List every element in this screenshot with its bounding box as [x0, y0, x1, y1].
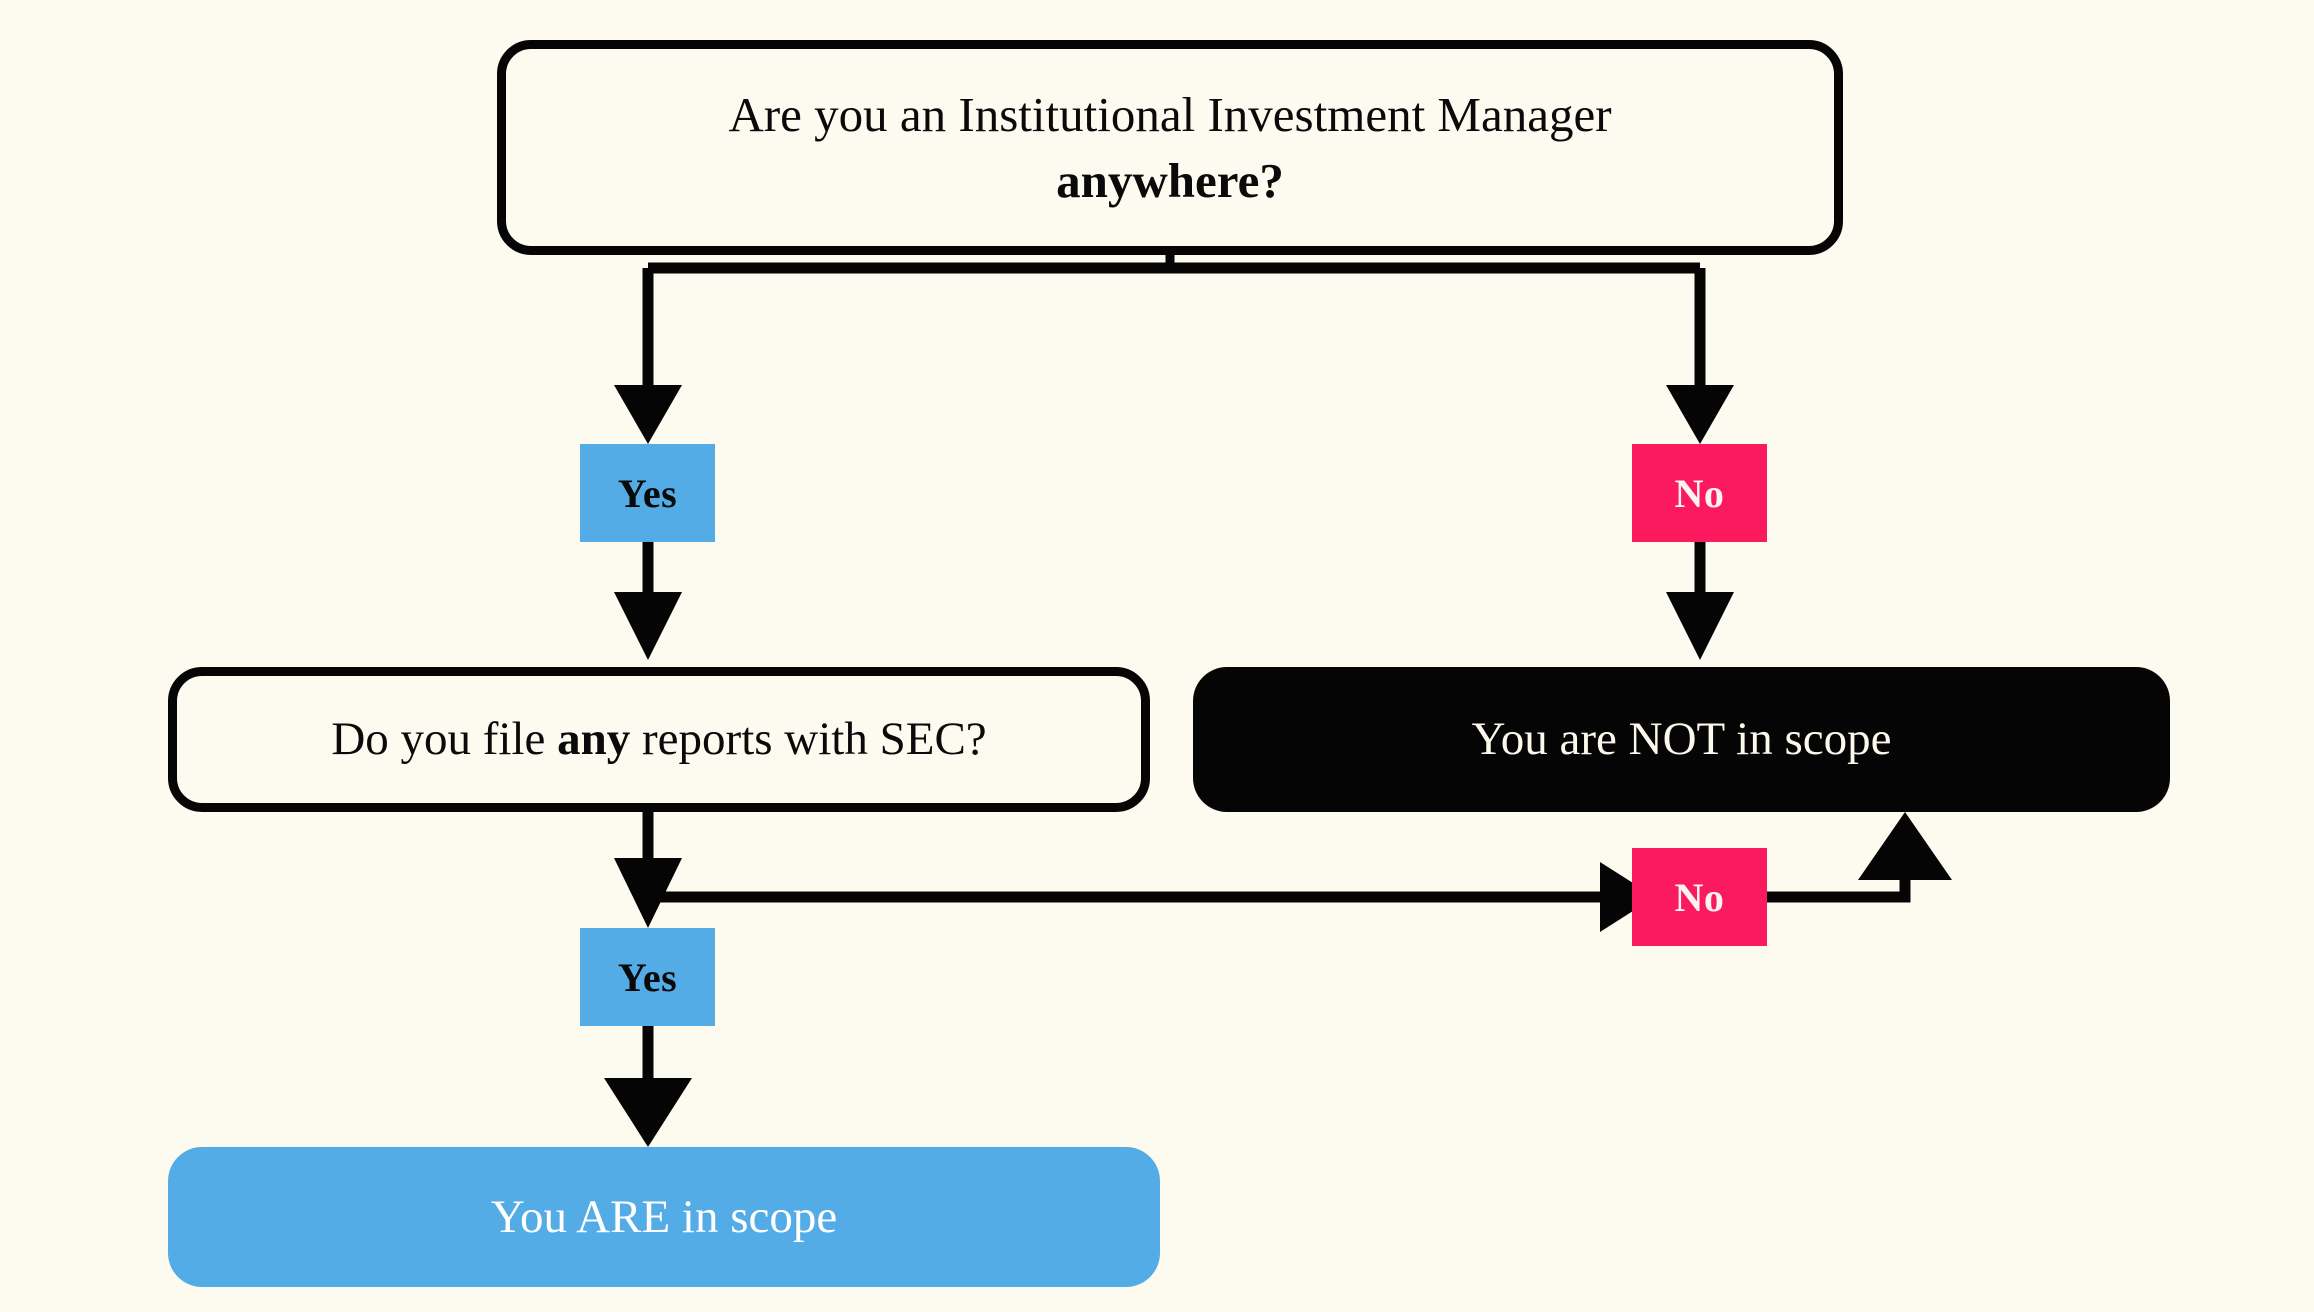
question-2-text-before: Do you file [331, 713, 558, 766]
node-question-2[interactable]: Do you file any reports with SEC? [168, 667, 1150, 812]
question-1-text: Are you an Institutional Investment Mana… [728, 82, 1611, 213]
arrowhead-no-to-outcome [1666, 592, 1734, 660]
arrowhead-no-return-up [1858, 812, 1952, 880]
node-question-1[interactable]: Are you an Institutional Investment Mana… [497, 40, 1843, 255]
node-outcome-not-in-scope[interactable]: You are NOT in scope [1193, 667, 2170, 812]
outcome-in-scope-text: You ARE in scope [490, 1190, 838, 1243]
edge-label-q2-yes-text: Yes [617, 954, 678, 1000]
arrowhead-yes-to-q2 [614, 592, 682, 660]
edge-label-q1-yes-text: Yes [617, 470, 678, 516]
node-outcome-in-scope[interactable]: You ARE in scope [168, 1147, 1160, 1287]
question-1-line-2-bold: anywhere? [1056, 152, 1284, 208]
arrowhead-yes2-to-outcome [604, 1078, 692, 1147]
edge-label-q1-no[interactable]: No [1632, 444, 1767, 542]
outcome-not-in-scope-text: You are NOT in scope [1471, 713, 1892, 766]
arrowhead-q1-no [1666, 385, 1734, 444]
arrowhead-q1-yes [614, 385, 682, 444]
question-2-text: Do you file any reports with SEC? [331, 708, 986, 771]
question-2-text-after: reports with SEC? [630, 713, 987, 766]
edge-label-q2-yes[interactable]: Yes [580, 928, 715, 1026]
edge-label-q1-yes[interactable]: Yes [580, 444, 715, 542]
question-2-text-bold: any [557, 713, 631, 766]
arrowhead-q2-yes [614, 858, 682, 928]
edge-no-return-up [1755, 880, 1911, 903]
edge-label-q2-no-text: No [1674, 874, 1725, 920]
edge-label-q2-no[interactable]: No [1632, 848, 1767, 946]
edge-label-q1-no-text: No [1674, 470, 1725, 516]
question-1-line-1: Are you an Institutional Investment Mana… [728, 86, 1612, 142]
